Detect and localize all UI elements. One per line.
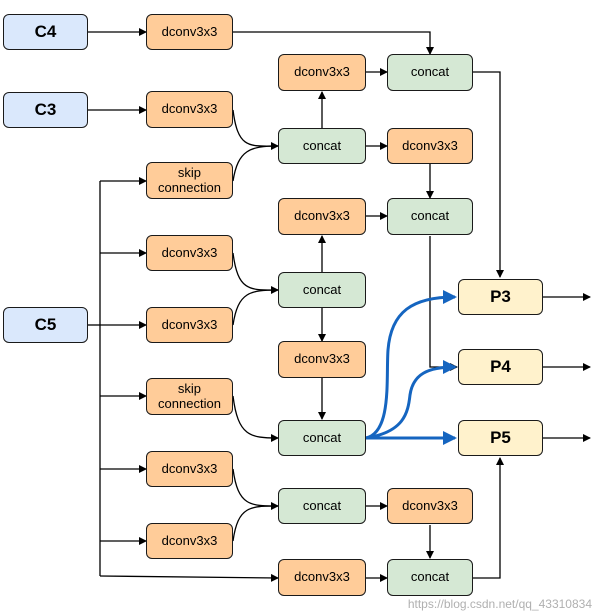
output-p3: P3 — [458, 279, 543, 315]
concat-mid: concat — [387, 198, 473, 235]
arrow-dconv-b-to-concatB — [232, 252, 279, 295]
blue-arrow-to-p4 — [365, 360, 457, 440]
arrow-bus-dconv-bottom — [99, 573, 279, 582]
concat-bottom: concat — [387, 559, 473, 596]
arrow-skip2-to-concatC — [232, 395, 279, 442]
dconv-c5-e: dconv3x3 — [146, 523, 233, 559]
concat-a: concat — [278, 128, 366, 164]
dconv-right-2: dconv3x3 — [387, 488, 473, 524]
arrow-concat-mid-to-p4 — [429, 236, 458, 371]
dconv-c4: dconv3x3 — [146, 14, 233, 50]
dconv-mid-2: dconv3x3 — [278, 198, 366, 235]
arrow-dconv-d-to-concatD — [232, 468, 279, 510]
concat-top: concat — [387, 54, 473, 91]
watermark: https://blog.csdn.net/qq_43310834 — [407, 597, 592, 611]
dconv-mid-bottom: dconv3x3 — [278, 559, 366, 596]
arrow-dconv-c4-to-concat-top — [233, 31, 434, 55]
arrow-dconv-c-to-concatB — [232, 289, 279, 326]
dconv-mid-3: dconv3x3 — [278, 341, 366, 378]
dconv-c5-b: dconv3x3 — [146, 235, 233, 271]
output-p5: P5 — [458, 420, 543, 456]
input-c3: C3 — [3, 92, 88, 128]
dconv-c3: dconv3x3 — [146, 91, 233, 128]
skip-connection-1: skip connection — [146, 162, 233, 199]
output-p4: P4 — [458, 349, 543, 385]
arrow-concat-bottom-to-p5 — [473, 457, 504, 579]
dconv-c5-d: dconv3x3 — [146, 451, 233, 487]
blue-arrow-to-p3 — [365, 290, 457, 440]
arrow-concat-top-to-p3 — [473, 71, 504, 278]
input-c5: C5 — [3, 307, 88, 343]
dconv-mid-1: dconv3x3 — [278, 54, 366, 91]
concat-c: concat — [278, 420, 366, 456]
skip-connection-2: skip connection — [146, 378, 233, 415]
input-c4: C4 — [3, 14, 88, 50]
dconv-c5-c: dconv3x3 — [146, 307, 233, 343]
arrow-skip1-to-concat — [232, 145, 279, 182]
concat-d: concat — [278, 488, 366, 524]
concat-b: concat — [278, 272, 366, 308]
arrow-dconv-e-to-concatD — [232, 505, 279, 542]
dconv-right-1: dconv3x3 — [387, 128, 473, 164]
arrow-dconv-c3-to-concat — [232, 109, 279, 151]
